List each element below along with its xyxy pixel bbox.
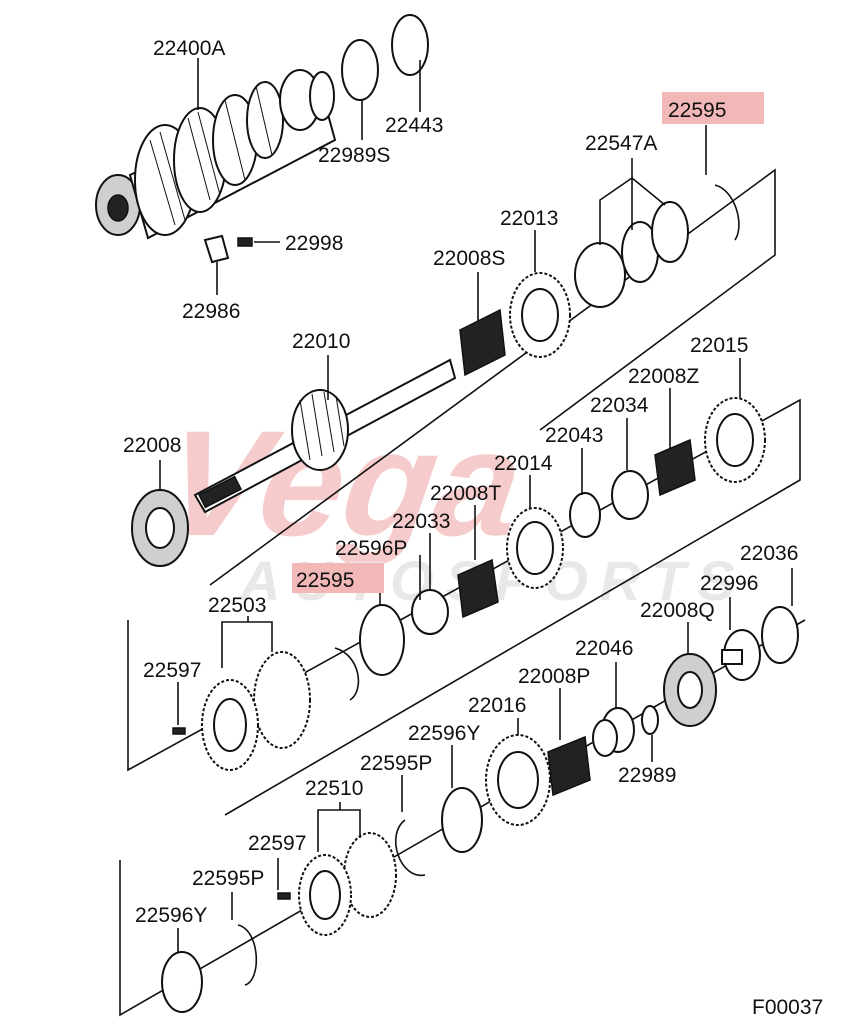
label-22033: 22033 xyxy=(392,510,450,533)
snap-ring-22036 xyxy=(761,606,799,664)
label-22596P: 22596P xyxy=(335,537,407,560)
sleeve-hub-22503 xyxy=(201,651,311,771)
collar-22034 xyxy=(611,470,649,520)
part-labels: 22400A 22443 22989S 22595 22547A 22998 2… xyxy=(123,37,823,1019)
gear-22014 xyxy=(506,507,564,589)
snap-ring-22989S xyxy=(341,39,379,101)
label-22008S: 22008S xyxy=(433,247,505,270)
collar-22046 xyxy=(592,707,635,757)
label-22989: 22989 xyxy=(618,764,676,787)
bolt-22998 xyxy=(237,237,253,247)
watermark: Vega AUTOSPORTS xyxy=(155,400,735,612)
plug-22996 xyxy=(721,629,761,681)
plate-22986 xyxy=(203,234,230,264)
highlight-22595-top xyxy=(662,92,764,124)
label-22510: 22510 xyxy=(305,777,363,800)
label-22400A: 22400A xyxy=(153,37,225,60)
gear-22015 xyxy=(704,397,766,483)
label-22008P: 22008P xyxy=(518,665,590,688)
needle-bearing-22008Z xyxy=(654,438,696,497)
label-22008: 22008 xyxy=(123,434,181,457)
label-22008T: 22008T xyxy=(430,482,501,505)
label-22008Q: 22008Q xyxy=(640,599,715,622)
washer-22043 xyxy=(569,492,601,538)
label-22014: 22014 xyxy=(494,452,553,475)
label-22046: 22046 xyxy=(575,637,633,660)
synchro-ring-22596Y-a xyxy=(441,787,483,853)
key-22597-b xyxy=(277,892,291,900)
snap-ring-22595-mid xyxy=(334,647,360,701)
label-22996: 22996 xyxy=(700,572,758,595)
bearing-22008Q xyxy=(663,653,717,727)
label-22595P-b: 22595P xyxy=(192,867,264,890)
label-22989S: 22989S xyxy=(318,144,390,167)
ring-22443 xyxy=(391,14,429,76)
collar-22033 xyxy=(411,589,449,635)
label-22443: 22443 xyxy=(385,114,443,137)
label-22010: 22010 xyxy=(292,330,350,353)
label-22013: 22013 xyxy=(500,207,558,230)
label-22043: 22043 xyxy=(545,424,603,447)
gear-cluster-22400A xyxy=(95,69,337,240)
snap-ring-22595-top xyxy=(714,184,740,241)
synchro-ring-22596Y-b xyxy=(161,951,203,1013)
snap-ring-22989 xyxy=(641,705,659,735)
label-22008Z: 22008Z xyxy=(628,365,699,388)
diagram-code: F00037 xyxy=(752,996,823,1019)
label-22034: 22034 xyxy=(590,394,649,417)
label-22595-mid: 22595 xyxy=(296,569,354,592)
needle-bearing-22008S xyxy=(459,308,506,377)
synchro-ring-22596P xyxy=(359,604,405,676)
needle-bearing-22008P xyxy=(547,735,591,797)
gear-22016 xyxy=(485,734,551,826)
key-22597-a xyxy=(172,727,186,735)
label-22597-a: 22597 xyxy=(143,659,201,682)
snap-ring-22595P-a xyxy=(394,819,426,876)
label-22015: 22015 xyxy=(690,334,748,357)
shaft-22010 xyxy=(193,358,457,514)
label-22597-b: 22597 xyxy=(248,832,306,855)
label-22595P-a: 22595P xyxy=(360,752,432,775)
gear-22013 xyxy=(509,272,571,358)
snap-ring-22595P-b xyxy=(237,924,258,986)
label-22998: 22998 xyxy=(285,232,343,255)
label-22986: 22986 xyxy=(182,300,240,323)
label-22595-top: 22595 xyxy=(668,99,726,122)
highlight-22595-mid xyxy=(292,563,384,593)
synchro-rings-22547A xyxy=(574,201,689,308)
sleeve-hub-22510 xyxy=(298,832,397,936)
label-22016: 22016 xyxy=(468,694,526,717)
label-22503: 22503 xyxy=(208,594,266,617)
label-22596Y-a: 22596Y xyxy=(408,722,480,745)
label-22547A: 22547A xyxy=(585,132,657,155)
label-22596Y-b: 22596Y xyxy=(135,904,207,927)
label-22036: 22036 xyxy=(740,542,798,565)
needle-bearing-22008T xyxy=(457,558,499,619)
ball-bearing-22008 xyxy=(131,489,189,567)
